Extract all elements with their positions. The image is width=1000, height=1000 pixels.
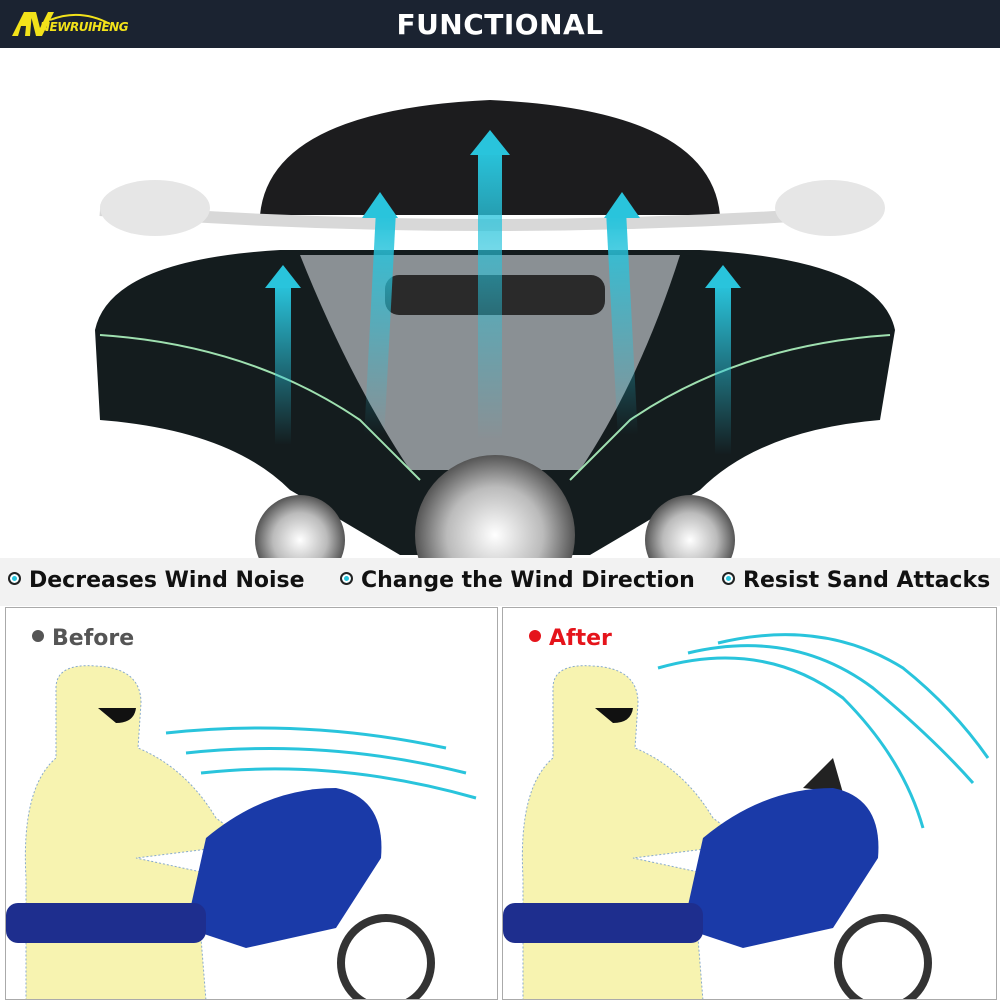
before-text: Before [52,626,135,651]
header-bar: NEWRUIHENG FUNCTIONAL [0,0,1000,48]
bullet-icon [529,630,541,642]
target-dot-icon [722,572,735,585]
target-dot-icon [340,572,353,585]
target-dot-icon [8,572,21,585]
right-mirror [775,180,885,236]
wind-lines [165,726,477,800]
feature-list: Decreases Wind Noise Change the Wind Dir… [0,558,1000,606]
before-panel: Before [5,607,498,1000]
airflow-arrows [265,130,741,455]
after-label: After [529,626,612,651]
feature-label: Decreases Wind Noise [29,568,305,593]
bullet-icon [32,630,44,642]
wind-lines [657,633,990,829]
after-illustration [503,633,990,999]
headlight [415,455,575,558]
brand-name: NEWRUIHENG [40,20,129,34]
feature-label: Change the Wind Direction [361,568,695,593]
feature-item: Resist Sand Attacks [722,568,990,593]
brand-logo [12,12,111,36]
before-label: Before [32,626,134,651]
feature-item: Decreases Wind Noise [8,568,305,593]
page-title: FUNCTIONAL [396,8,604,41]
after-panel: After [502,607,997,1000]
feature-item: Change the Wind Direction [340,568,695,593]
windshield-product-image [95,100,895,558]
feature-label: Resist Sand Attacks [743,568,991,593]
before-illustration [6,665,477,999]
after-text: After [549,626,612,651]
left-mirror [100,180,210,236]
